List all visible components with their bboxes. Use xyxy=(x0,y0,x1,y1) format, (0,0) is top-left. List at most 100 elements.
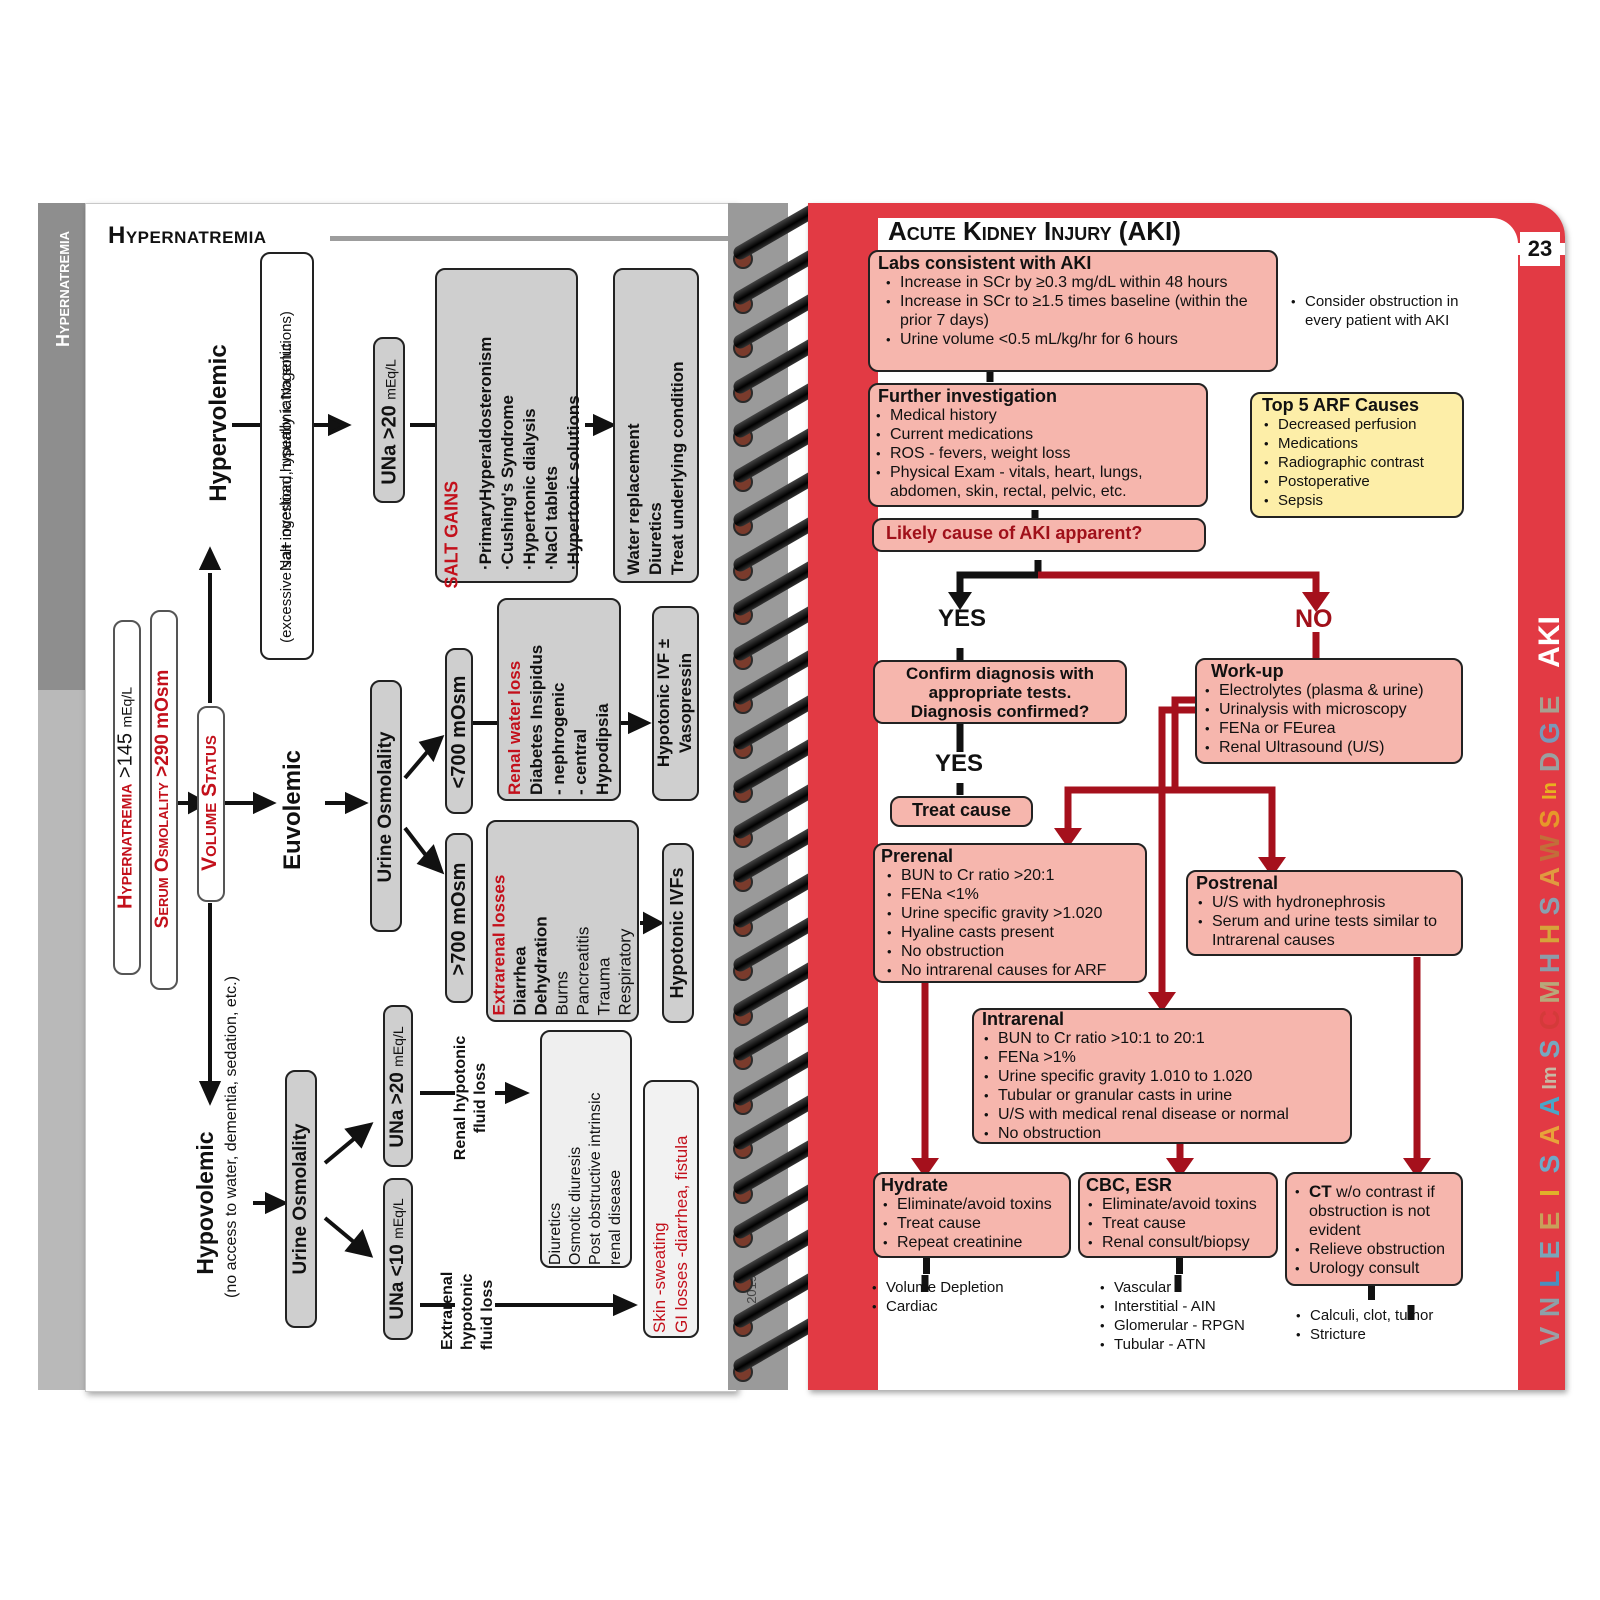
serum-osmolality-label: Serum Osmolality xyxy=(152,782,173,929)
intrarenal-item: Urine specific gravity 1.010 to 1.020 xyxy=(984,1067,1342,1086)
hypo-una-low-box xyxy=(383,1178,413,1340)
index-letter-tab[interactable]: E xyxy=(1534,695,1565,714)
gt700-label: >700 mOsm xyxy=(448,862,470,976)
hypervolemic-label: Hypervolemic xyxy=(205,344,232,502)
renal-hypo-line-1: fluid loss xyxy=(472,1062,489,1134)
extra-loss-item-4: Pancreatitis xyxy=(573,926,593,1015)
hypo-urine-osm: Urine Osmolality xyxy=(290,1123,311,1275)
hypernatremia-value: >145 xyxy=(114,733,137,779)
ct-title-bold: CT xyxy=(1309,1182,1332,1201)
salt-item-0: ·PrimaryHyperaldosteronism xyxy=(476,336,495,570)
renal-causes-box xyxy=(540,1030,632,1268)
top5-item: Decreased perfusion xyxy=(1264,415,1452,434)
workup-box: Work-up Electrolytes (plasma & urine)Uri… xyxy=(1195,658,1463,764)
hydrate-item: Treat cause xyxy=(883,1214,1063,1233)
hypovolemic-label: Hypovolemic xyxy=(192,1131,218,1275)
hydrate-title: Hydrate xyxy=(881,1175,949,1195)
hypernatremia-unit: mEq/L xyxy=(118,686,135,728)
renal-hypo-line-0: Renal hypotonic xyxy=(452,1035,469,1161)
title-rule xyxy=(330,236,728,241)
hypo-una-high-box xyxy=(383,1005,413,1167)
postrenal-item: Serum and urine tests similar to Intrare… xyxy=(1198,912,1453,950)
ct-title-rest: w/o contrast if obstruction is not evide… xyxy=(1309,1184,1435,1239)
hydrate-note: Volume Depletion xyxy=(872,1278,1004,1297)
right-red-margin xyxy=(808,203,878,1390)
ct-item: Urology consult xyxy=(1295,1259,1455,1278)
euvolemic-label: Euvolemic xyxy=(279,730,309,890)
postrenal-list: U/S with hydronephrosisSerum and urine t… xyxy=(1196,893,1453,950)
hyper-una-line: UNa >20 mEq/L xyxy=(379,345,401,500)
euvolemic-urine-osm: Urine Osmolality xyxy=(375,731,396,883)
intrarenal-item: U/S with medical renal disease or normal xyxy=(984,1105,1342,1124)
extra-loss-item-3: Burns xyxy=(552,970,572,1015)
labs-list: Increase in SCr by ≥0.3 mg/dL within 48 … xyxy=(878,273,1268,349)
hypernatremia-label: Hypernatremia xyxy=(114,783,137,910)
ct-list: Relieve obstructionUrology consult xyxy=(1293,1240,1455,1278)
ct-title: CT w/o contrast if obstruction is not ev… xyxy=(1295,1182,1455,1240)
hypo-una-high-line: UNa >20 mEq/L xyxy=(387,1012,409,1162)
renal-cause-item-0: Diuretics xyxy=(547,1202,564,1265)
hyper-una-unit: mEq/L xyxy=(382,359,399,400)
cbc-note: Vascular xyxy=(1100,1278,1245,1297)
workup-title: Work-up xyxy=(1211,661,1284,681)
labs-item: Urine volume <0.5 mL/kg/hr for 6 hours xyxy=(886,330,1268,349)
ct-item: Relieve obstruction xyxy=(1295,1240,1455,1259)
hypernatremia-criteria-line: Hypernatremia >145 mEq/L xyxy=(115,636,141,961)
likely-cause-question: Likely cause of AKI apparent? xyxy=(886,523,1143,543)
intrarenal-list: BUN to Cr ratio >10:1 to 20:1FENa >1%Uri… xyxy=(982,1029,1342,1143)
further-item: Current medications xyxy=(876,425,1198,444)
right-page-title: Acute Kidney Injury (AKI) xyxy=(888,216,1181,246)
hydrate-list: Eliminate/avoid toxinsTreat causeRepeat … xyxy=(881,1195,1063,1252)
renal-water-item-1: Diabetes Insipidus xyxy=(527,644,546,795)
salt-item-3: ·NaCl tablets xyxy=(542,466,561,570)
renal-cause-item-3: renal disease xyxy=(607,1169,624,1265)
hypo-una-low-line: UNa <10 mEq/L xyxy=(387,1184,409,1334)
hypovolemic-sub: (no access to water, dementia, sedation,… xyxy=(223,976,240,1298)
lt700-label: <700 mOsm xyxy=(448,675,470,789)
yes-label-2: YES xyxy=(935,750,984,777)
hydrate-note: Cardiac xyxy=(872,1297,1004,1316)
extra-cause-item-1: GI losses -diarrhea, fistula xyxy=(672,1135,691,1333)
ct-note: Calculi, clot, tumor xyxy=(1296,1306,1433,1325)
no-label: NO xyxy=(1295,605,1333,633)
further-item: Medical history xyxy=(876,406,1198,425)
further-item: Physical Exam - vitals, heart, lungs, ab… xyxy=(876,463,1198,501)
hyper-una-value: UNa >20 xyxy=(378,405,401,485)
labs-title: Labs consistent with AKI xyxy=(878,253,1092,273)
ct-note: Stricture xyxy=(1296,1325,1433,1344)
renal-water-item-2: - nephrogenic xyxy=(549,682,568,795)
salt-gains-title: SALT GAINS xyxy=(441,480,462,589)
intrarenal-item: No obstruction xyxy=(984,1124,1342,1143)
hydrate-item: Eliminate/avoid toxins xyxy=(883,1195,1063,1214)
lt700-box xyxy=(445,648,473,814)
hypo-una-low-value: UNa <10 xyxy=(387,1244,408,1320)
top5-title: Top 5 ARF Causes xyxy=(1262,395,1420,415)
top5-box: Top 5 ARF Causes Decreased perfusionMedi… xyxy=(1250,392,1464,518)
ct-box: CT w/o contrast if obstruction is not ev… xyxy=(1285,1172,1463,1286)
top5-item: Sepsis xyxy=(1264,491,1452,510)
extra-loss-item-1: Diarrhea xyxy=(510,946,530,1015)
renal-cause-item-1: Osmotic diuresis xyxy=(567,1146,584,1265)
labs-box: Labs consistent with AKI Increase in SCr… xyxy=(868,250,1278,372)
prerenal-box: Prerenal BUN to Cr ratio >20:1FENa <1%Ur… xyxy=(873,843,1147,983)
treat-cause-box: Treat cause xyxy=(890,796,1033,827)
left-tab-notch xyxy=(38,690,90,1390)
hypernatremia-criteria-box xyxy=(113,620,141,975)
hypervolemic-cause-sub: (excessive salt ingestion, hypertonic Na… xyxy=(278,311,295,643)
cbc-note: Interstitial - AIN xyxy=(1100,1297,1245,1316)
labs-item: Increase in SCr to ≥1.5 times baseline (… xyxy=(886,292,1268,330)
hydrate-connector xyxy=(923,1258,930,1274)
workup-item: Urinalysis with microscopy xyxy=(1205,700,1453,719)
extra-loss-item-2: Dehydration xyxy=(531,915,551,1015)
renal-water-treatment-box xyxy=(652,606,699,801)
left-side-tab-label: Hypernatremia xyxy=(53,230,73,347)
hydrate-box: Hydrate Eliminate/avoid toxinsTreat caus… xyxy=(873,1172,1071,1258)
obstruction-note: Consider obstruction in every patient wi… xyxy=(1283,292,1483,330)
volume-status-label: Volume Status xyxy=(198,735,221,871)
ct-connector xyxy=(1368,1286,1375,1300)
prerenal-item: BUN to Cr ratio >20:1 xyxy=(887,866,1139,885)
yes-label-1: YES xyxy=(938,605,987,632)
extra-loss-item-6: Respiratory xyxy=(615,928,635,1015)
